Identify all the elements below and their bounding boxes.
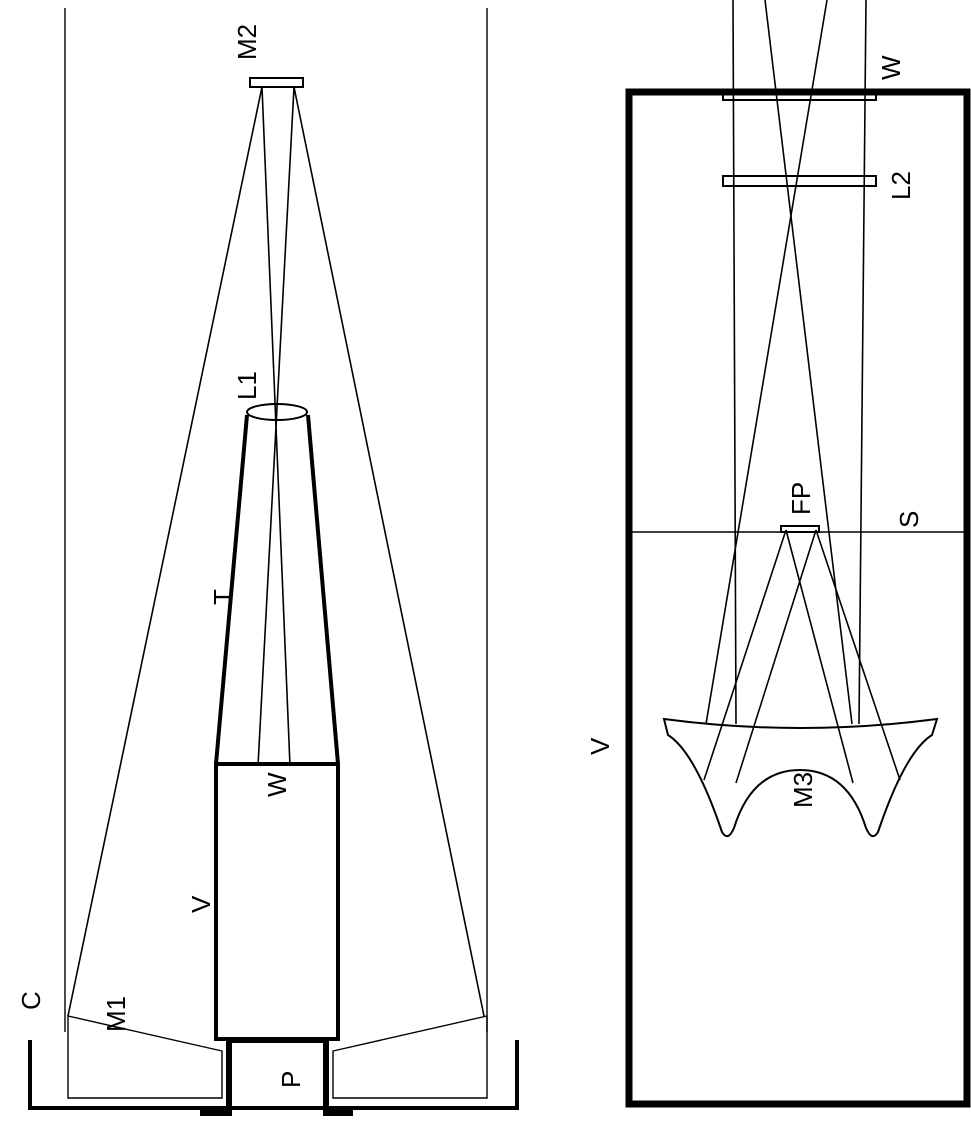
label-p: P (276, 1071, 306, 1088)
fp-ray-1 (703, 529, 787, 781)
ray-m1-left-to-m2 (67, 86, 263, 1017)
label-m2: M2 (232, 24, 262, 60)
camera-ray-cross-b (705, 0, 828, 725)
right-camera-panel: W L2 FP S V M3 (585, 0, 971, 1108)
fp-ray-3 (785, 529, 854, 784)
left-telescope-panel: M2 L1 T W V C M1 P (16, 8, 519, 1116)
tube-left-wall (214, 414, 249, 765)
camera-ray-outer-right (858, 0, 867, 725)
primary-mirror-m1-left (67, 1015, 223, 1099)
vessel-v (214, 762, 340, 1041)
ray-m1-right-to-m2 (293, 86, 485, 1017)
camera-vessel-v (625, 88, 971, 1108)
camera-label-v: V (585, 737, 615, 755)
pedestal-p (200, 1037, 353, 1116)
label-fp: FP (786, 482, 816, 515)
lens-l1 (246, 403, 308, 421)
lens-l2 (722, 175, 877, 187)
label-m3: M3 (788, 772, 818, 808)
fp-ray-2 (735, 529, 817, 784)
label-l1: L1 (232, 371, 262, 400)
camera-label-w: W (876, 55, 906, 80)
secondary-mirror-m2 (249, 77, 304, 88)
fp-ray-4 (815, 529, 901, 781)
tube-right-wall (306, 414, 340, 765)
focal-plane-fp (780, 525, 820, 533)
label-l2: L2 (886, 171, 916, 200)
label-m1: M1 (101, 996, 131, 1032)
tertiary-mirror-m3 (662, 717, 939, 838)
label-t: T (208, 589, 238, 605)
label-c: C (16, 991, 46, 1010)
camera-ray-cross-a (764, 0, 853, 725)
label-s: S (894, 511, 924, 528)
camera-ray-outer-left (732, 0, 737, 725)
enclosure-base (28, 1040, 519, 1110)
ray-m2-crossing-b (257, 86, 295, 767)
label-w: W (262, 772, 292, 797)
label-v: V (186, 895, 216, 913)
camera-window-w (722, 90, 877, 101)
primary-mirror-m1-right (332, 1015, 488, 1099)
